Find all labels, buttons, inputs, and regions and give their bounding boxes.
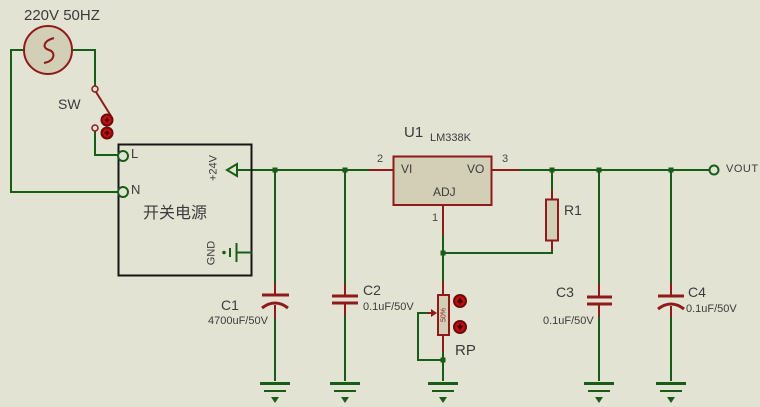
wire-switch-to-l[interactable] — [94, 131, 118, 156]
psu-output-arrow-icon — [225, 162, 238, 178]
vout-label: VOUT — [726, 163, 759, 175]
psu-box[interactable] — [117, 143, 253, 277]
c1-value-label: 4700uF/50V — [208, 315, 268, 327]
rp-ref-label: RP — [455, 342, 476, 359]
psu-gnd-symbol-icon — [222, 243, 252, 262]
c4-ref-label: C4 — [688, 284, 706, 300]
regulator-pin-adj-label: ADJ — [433, 185, 456, 199]
pot-increase-button[interactable] — [453, 294, 467, 308]
switch-toggle-button-top[interactable] — [100, 113, 114, 127]
regulator-part-label: LM338K — [430, 132, 471, 144]
capacitor-c2-symbol[interactable] — [332, 170, 358, 381]
ac-source-symbol[interactable] — [23, 25, 73, 75]
junction-dots — [272, 167, 674, 363]
resistor-r1-symbol[interactable] — [443, 170, 559, 254]
ground-symbol-rp[interactable] — [428, 382, 458, 404]
potentiometer-rp-symbol[interactable] — [417, 281, 450, 381]
switch-symbol[interactable] — [91, 85, 112, 132]
c2-value-label: 0.1uF/50V — [363, 301, 414, 313]
psu-pin-24v-label: +24V — [207, 155, 220, 181]
pin-number-2: 2 — [377, 153, 384, 165]
ground-symbol-c1[interactable] — [260, 382, 290, 404]
c2-ref-label: C2 — [363, 282, 381, 298]
psu-pin-n-label: N — [131, 182, 141, 197]
ground-symbol-c4[interactable] — [656, 382, 686, 404]
ground-symbol-c2[interactable] — [330, 382, 360, 404]
psu-name-label: 开关电源 — [143, 205, 208, 222]
wiper-arrow-icon — [431, 309, 437, 317]
switch-toggle-button-bottom[interactable] — [100, 126, 114, 140]
pin-number-1: 1 — [432, 212, 439, 224]
c3-value-label: 0.1uF/50V — [543, 315, 594, 327]
capacitor-c1-symbol[interactable] — [261, 170, 289, 381]
vout-terminal[interactable] — [708, 164, 720, 176]
capacitor-c3-symbol[interactable] — [587, 170, 612, 381]
regulator-pin-vo-label: VO — [467, 162, 485, 176]
switch-label: SW — [58, 96, 81, 112]
source-label: 220V 50HZ — [24, 7, 100, 24]
rp-setting-label: 50% — [440, 307, 448, 323]
psu-terminal-n[interactable] — [117, 186, 129, 198]
psu-pin-gnd-label: GND — [205, 240, 218, 266]
psu-pin-l-label: L — [131, 146, 139, 161]
capacitor-c4-symbol[interactable] — [657, 170, 685, 381]
wire-live-to-switch[interactable] — [72, 49, 96, 86]
regulator-ref-label: U1 — [404, 124, 424, 141]
c3-ref-label: C3 — [556, 284, 574, 300]
psu-terminal-l[interactable] — [117, 150, 129, 162]
regulator-u1-body[interactable] — [369, 155, 519, 236]
r1-ref-label: R1 — [564, 202, 582, 218]
c1-ref-label: C1 — [221, 297, 239, 313]
pin-number-3: 3 — [502, 153, 509, 165]
wire-neutral-loop[interactable] — [10, 49, 118, 193]
regulator-pin-vi-label: VI — [401, 162, 413, 176]
ground-symbol-c3[interactable] — [584, 382, 614, 404]
pot-decrease-button[interactable] — [453, 320, 467, 334]
c4-value-label: 0.1uF/50V — [686, 303, 737, 315]
